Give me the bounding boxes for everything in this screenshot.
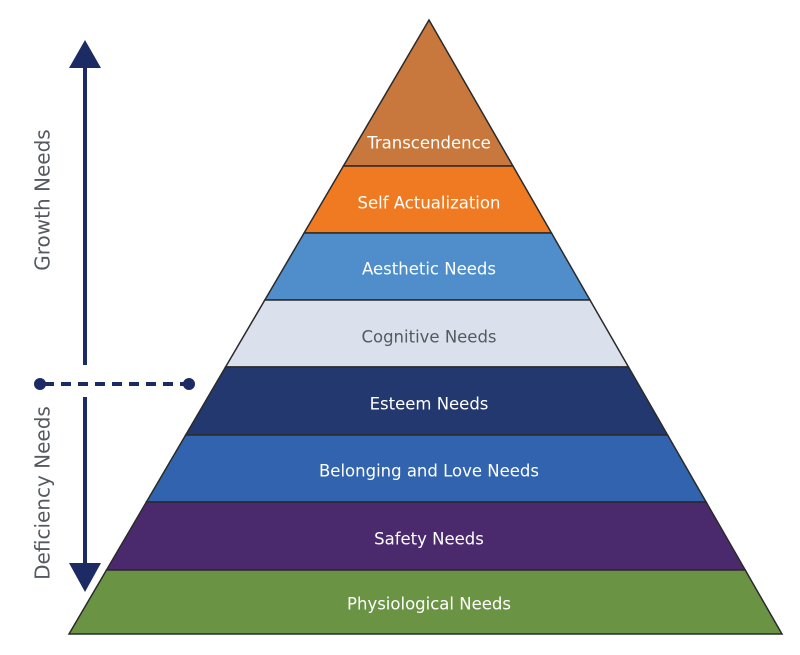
layer-label-transcendence: Transcendence: [366, 134, 491, 153]
layer-label-belonging-and-love-needs: Belonging and Love Needs: [319, 462, 539, 481]
needs-arrows: [34, 40, 195, 592]
growth-needs-label: Growth Needs: [31, 129, 55, 270]
layer-label-safety-needs: Safety Needs: [374, 530, 484, 549]
layer-label-self-actualization: Self Actualization: [358, 194, 501, 213]
divider-dot-left: [34, 378, 46, 390]
layer-physiological-needs: [67, 569, 784, 635]
divider-dot-right: [183, 378, 195, 390]
growth-arrow-up-icon: [69, 40, 101, 68]
layer-label-esteem-needs: Esteem Needs: [370, 395, 489, 414]
layer-label-cognitive-needs: Cognitive Needs: [361, 328, 496, 347]
layer-label-aesthetic-needs: Aesthetic Needs: [362, 260, 496, 279]
layer-label-physiological-needs: Physiological Needs: [347, 595, 511, 614]
deficiency-needs-label: Deficiency Needs: [31, 406, 55, 580]
deficiency-arrow-down-icon: [69, 563, 101, 592]
